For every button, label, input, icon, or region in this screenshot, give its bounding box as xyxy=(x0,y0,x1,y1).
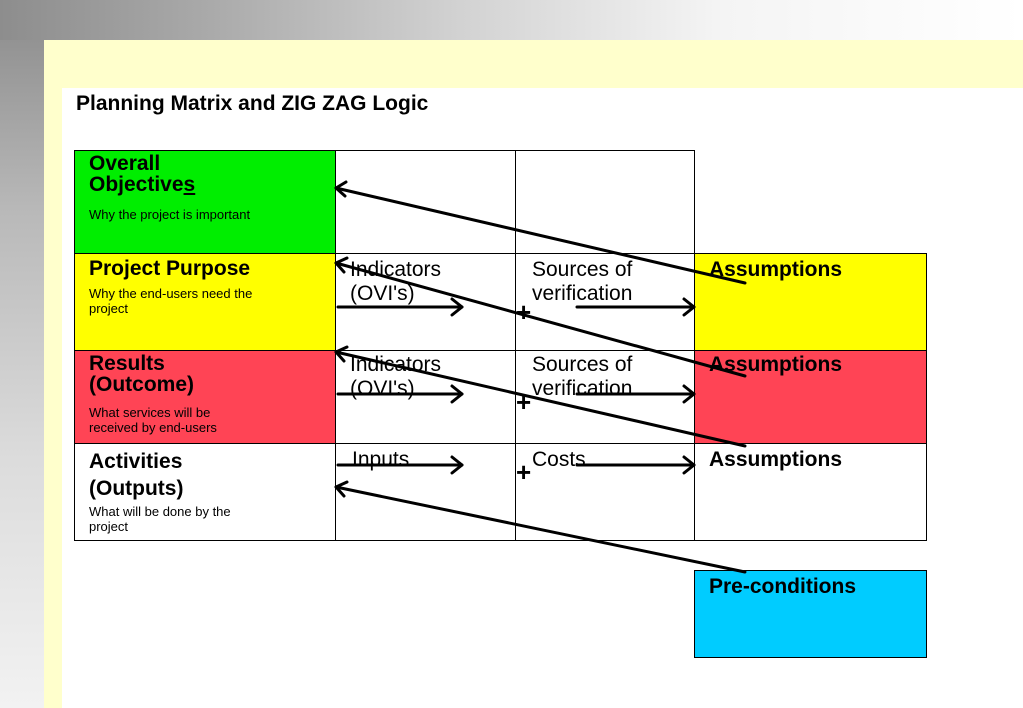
results-cell: Results (Outcome) What services will be … xyxy=(74,350,336,444)
activities-assumptions-cell: Assumptions xyxy=(694,443,927,541)
results-indicators-line-2: (OVI's) xyxy=(350,377,415,400)
results-heading-line-2: (Outcome) xyxy=(89,373,194,396)
purpose-indicators-cell: Indicators (OVI's) xyxy=(335,253,516,351)
overall-heading-line-2: Objectives xyxy=(89,174,195,195)
results-heading: Results (Outcome) xyxy=(89,353,194,395)
activities-assumptions-text: Assumptions xyxy=(709,448,843,471)
activities-heading-line-1: Activities xyxy=(89,450,183,473)
results-desc: What services will be received by end-us… xyxy=(89,405,217,435)
overall-objectives-cell: Overall Objectives Why the project is im… xyxy=(74,150,336,254)
slide-title: Planning Matrix and ZIG ZAG Logic xyxy=(76,92,429,115)
purpose-sources-line-1: Sources of xyxy=(532,258,633,281)
project-purpose-desc: Why the end-users need the project xyxy=(89,286,252,316)
activities-inputs-text: Inputs xyxy=(352,448,410,471)
purpose-sources-line-2: verification xyxy=(532,282,633,305)
overall-objectives-heading: Overall Objectives xyxy=(89,153,195,195)
results-sources-text: Sources of verification xyxy=(532,353,632,401)
plus-sign-results: + xyxy=(516,387,532,417)
activities-costs-text: Costs xyxy=(532,448,586,471)
activities-desc-line-2: project xyxy=(89,519,129,534)
purpose-sources-text: Sources of verification xyxy=(532,258,632,306)
activities-costs-cell: Costs xyxy=(515,443,695,541)
overall-objectives-desc: Why the project is important xyxy=(89,207,251,222)
overall-heading-suffix: s xyxy=(183,173,196,196)
activities-heading-line-2: (Outputs) xyxy=(89,477,184,500)
purpose-assumptions-cell: Assumptions xyxy=(694,253,927,351)
purpose-desc-line-1: Why the end-users need the xyxy=(89,286,253,301)
purpose-assumptions-text: Assumptions xyxy=(709,258,843,281)
results-sources-line-1: Sources of xyxy=(532,353,633,376)
overall-heading-line-1: Overall xyxy=(89,152,161,175)
activities-heading: Activities (Outputs) xyxy=(89,448,183,502)
overall-indicators-cell xyxy=(335,150,516,254)
plus-sign-purpose: + xyxy=(516,297,532,327)
activities-cell: Activities (Outputs) What will be done b… xyxy=(74,443,336,541)
results-heading-line-1: Results xyxy=(89,352,165,375)
results-desc-line-1: What services will be xyxy=(89,405,211,420)
results-assumptions-cell: Assumptions xyxy=(694,350,927,444)
left-gradient-bar xyxy=(0,0,44,708)
top-gradient-bar xyxy=(0,0,1023,40)
purpose-desc-line-2: project xyxy=(89,301,129,316)
purpose-indicators-line-2: (OVI's) xyxy=(350,282,415,305)
results-indicators-line-1: Indicators xyxy=(350,353,442,376)
results-indicators-cell: Indicators (OVI's) xyxy=(335,350,516,444)
purpose-indicators-line-1: Indicators xyxy=(350,258,442,281)
overall-heading-word: Objective xyxy=(89,173,184,196)
activities-desc-line-1: What will be done by the xyxy=(89,504,231,519)
purpose-sources-cell: Sources of verification xyxy=(515,253,695,351)
results-desc-line-2: received by end-users xyxy=(89,420,217,435)
purpose-indicators-text: Indicators (OVI's) xyxy=(350,258,441,306)
preconditions-cell: Pre-conditions xyxy=(694,570,927,658)
results-sources-cell: Sources of verification xyxy=(515,350,695,444)
overall-sources-cell xyxy=(515,150,695,254)
project-purpose-cell: Project Purpose Why the end-users need t… xyxy=(74,253,336,351)
preconditions-text: Pre-conditions xyxy=(709,575,857,598)
results-sources-line-2: verification xyxy=(532,377,633,400)
activities-inputs-cell: Inputs xyxy=(335,443,516,541)
plus-sign-activities: + xyxy=(516,457,532,487)
results-assumptions-text: Assumptions xyxy=(709,353,843,376)
results-indicators-text: Indicators (OVI's) xyxy=(350,353,441,401)
project-purpose-heading: Project Purpose xyxy=(89,257,251,280)
activities-desc: What will be done by the project xyxy=(89,504,231,534)
